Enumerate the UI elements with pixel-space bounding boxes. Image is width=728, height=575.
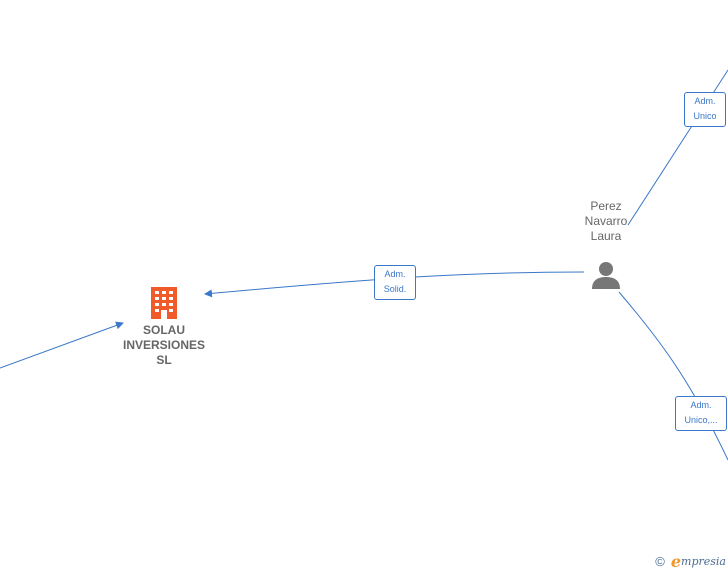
edge-label-adm-unico-top[interactable]: Adm. Unico [684, 92, 726, 127]
edge-label-adm-unico-bottom[interactable]: Adm. Unico,... [675, 396, 727, 431]
person-name: Perez Navarro Laura [568, 199, 644, 244]
person-name-line: Navarro [584, 214, 628, 228]
edge-person-to-company [204, 271, 585, 298]
edge-label-line: Solid. [383, 284, 407, 294]
brand-logo-letter: e [670, 552, 682, 571]
edge-person-down-right [618, 291, 728, 461]
company-name-line: INVERSIONES [122, 338, 206, 352]
company-node-solau[interactable]: SOLAU INVERSIONES SL [112, 286, 216, 368]
copyright-symbol: © [655, 554, 665, 569]
company-name-line: SOLAU [143, 323, 185, 337]
edge-label-line: Adm. [694, 96, 716, 106]
person-node-perez-navarro-laura[interactable]: Perez Navarro Laura [568, 199, 644, 290]
edge-left-to-company [0, 321, 124, 369]
edge-label-line: Adm. [690, 400, 712, 410]
brand-logo-text: mpresia [681, 555, 726, 568]
brand-watermark: © e mpresia [655, 552, 726, 571]
edge-label-line: Adm. [384, 269, 406, 279]
person-name-line: Laura [590, 229, 622, 243]
building-icon [151, 287, 177, 319]
company-name-line: SL [156, 353, 172, 367]
company-name: SOLAU INVERSIONES SL [112, 323, 216, 368]
person-name-line: Perez [590, 199, 622, 213]
edge-label-line: Unico [693, 111, 717, 121]
edge-label-line: Unico,... [684, 415, 718, 425]
person-icon [592, 262, 620, 289]
edge-label-adm-solid[interactable]: Adm. Solid. [374, 265, 416, 300]
